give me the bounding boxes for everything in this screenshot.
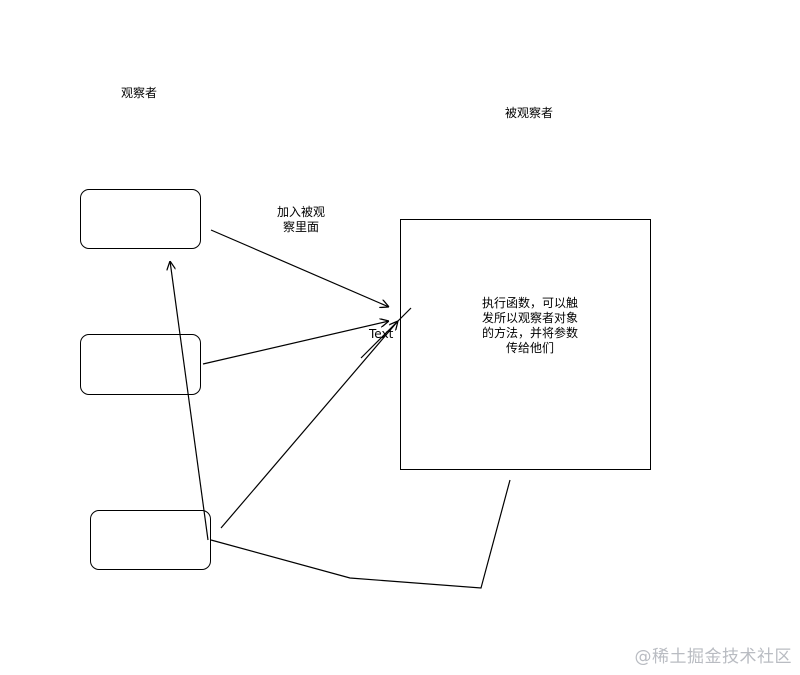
subject-description-line1: 执行函数，可以触 (481, 296, 578, 310)
return-path-subject-to-observer3 (210, 479, 511, 589)
subject-description-line2: 发所以观察者对象 (481, 311, 578, 325)
observer-box-1 (80, 189, 201, 249)
stray-line (360, 307, 412, 359)
subject-title: 被观察者 (505, 106, 554, 120)
observer-box-3 (90, 510, 211, 570)
arrow-observer3-to-subject (220, 321, 398, 529)
subject-description-line3: 的方法，并将参数 (481, 326, 578, 340)
arrow-observer1-to-subject (210, 229, 389, 307)
subject-description: 执行函数，可以触 发所以观察者对象 的方法，并将参数 传给他们 (470, 296, 590, 356)
add-to-subject-label-line2: 察里面 (282, 220, 319, 234)
subject-box (400, 219, 651, 470)
observer-title: 观察者 (121, 86, 158, 100)
watermark: @稀土掘金技术社区 (634, 647, 792, 667)
add-to-subject-label-line1: 加入被观 (276, 205, 325, 219)
stray-text-label: Text (369, 327, 394, 341)
arrow-observer2-to-subject (202, 321, 389, 365)
arrow-observer3-to-observer1 (170, 261, 209, 541)
add-to-subject-label: 加入被观 察里面 (266, 205, 336, 235)
subject-description-line4: 传给他们 (505, 341, 554, 355)
